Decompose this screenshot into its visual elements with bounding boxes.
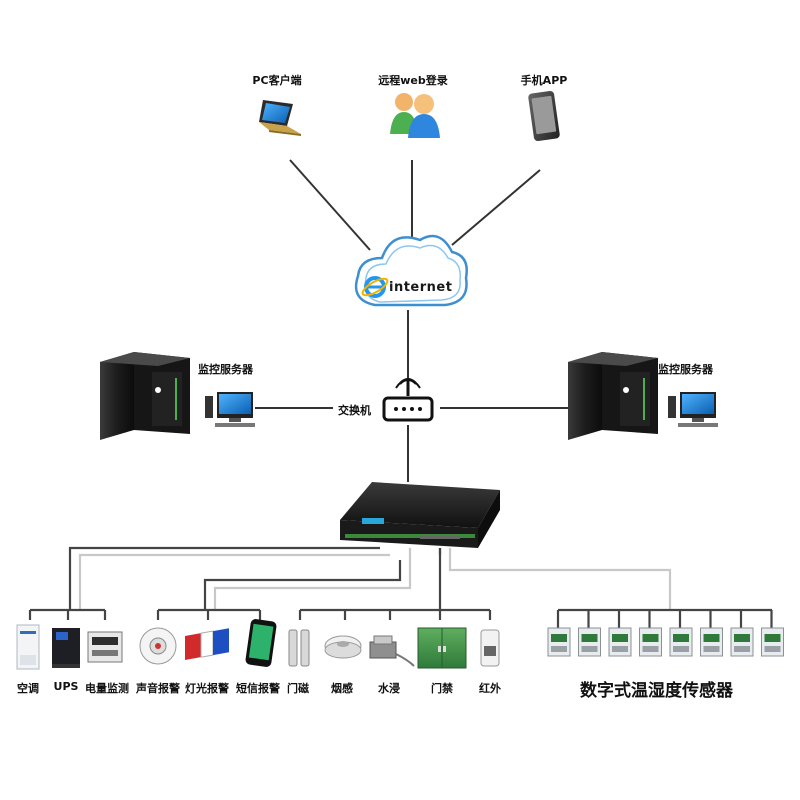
ie-logo-icon: [361, 276, 389, 298]
laptop-icon: [259, 100, 301, 136]
client-label-app: 手机APP: [520, 74, 568, 87]
client-label-web: 远程web登录: [378, 74, 448, 87]
device-bus-lines: [28, 546, 773, 628]
smartphone-icon: [528, 90, 560, 142]
server-rack-icon: [568, 352, 658, 440]
controller-box-icon: [340, 482, 500, 548]
air-conditioner-icon: [16, 624, 40, 670]
device-label-ups: UPS: [53, 680, 79, 693]
temp-humidity-sensor-icon: [578, 627, 601, 657]
temp-humidity-sensor-icon: [761, 627, 784, 657]
server-rack-icon: [100, 352, 190, 440]
water-sensor-icon: [369, 635, 415, 667]
cloud-label: internet: [389, 280, 453, 295]
device-label-light-alarm: 灯光报警: [185, 682, 229, 695]
temp-humidity-sensor-row: [547, 627, 784, 657]
server-label-right: 监控服务器: [658, 363, 713, 376]
temp-humidity-sensor-icon: [608, 627, 632, 657]
server-label-left: 监控服务器: [198, 363, 253, 376]
sms-phone-icon: [245, 619, 277, 667]
desktop-pc-icon: [668, 392, 718, 427]
device-label-sound-alarm: 声音报警: [136, 682, 180, 695]
temp-humidity-sensor-icon: [639, 627, 662, 657]
temp-humidity-sensor-icon: [730, 627, 754, 657]
light-alarm-icon: [185, 628, 229, 660]
device-label-power-meter: 电量监测: [85, 682, 129, 695]
temp-humidity-sensor-icon: [700, 627, 723, 657]
device-label-aircon: 空调: [17, 682, 39, 695]
client-label-pc: PC客户端: [252, 74, 302, 87]
temp-humidity-sensor-icon: [669, 627, 693, 657]
desktop-pc-icon: [205, 392, 255, 427]
client-links: [255, 159, 570, 482]
device-label-access: 门禁: [431, 682, 453, 695]
smoke-detector-icon: [324, 635, 362, 659]
server-left: [100, 352, 255, 440]
sound-alarm-icon: [139, 627, 177, 665]
users-icon: [390, 93, 440, 138]
infrared-sensor-icon: [480, 629, 500, 667]
server-right: [568, 352, 718, 440]
sensor-group-label: 数字式温湿度传感器: [580, 681, 733, 701]
door-magnet-icon: [288, 629, 310, 667]
device-label-infrared: 红外: [479, 682, 501, 695]
device-label-door-magnet: 门磁: [287, 682, 309, 695]
device-label-smoke: 烟感: [331, 682, 353, 695]
device-label-water: 水浸: [378, 682, 400, 695]
router-icon: [382, 378, 434, 422]
temp-humidity-sensor-icon: [547, 627, 571, 657]
access-door-icon: [417, 627, 467, 669]
ups-icon: [52, 628, 80, 668]
device-label-sms-alarm: 短信报警: [236, 682, 280, 695]
power-meter-icon: [87, 631, 123, 663]
switch-label: 交换机: [336, 402, 373, 418]
